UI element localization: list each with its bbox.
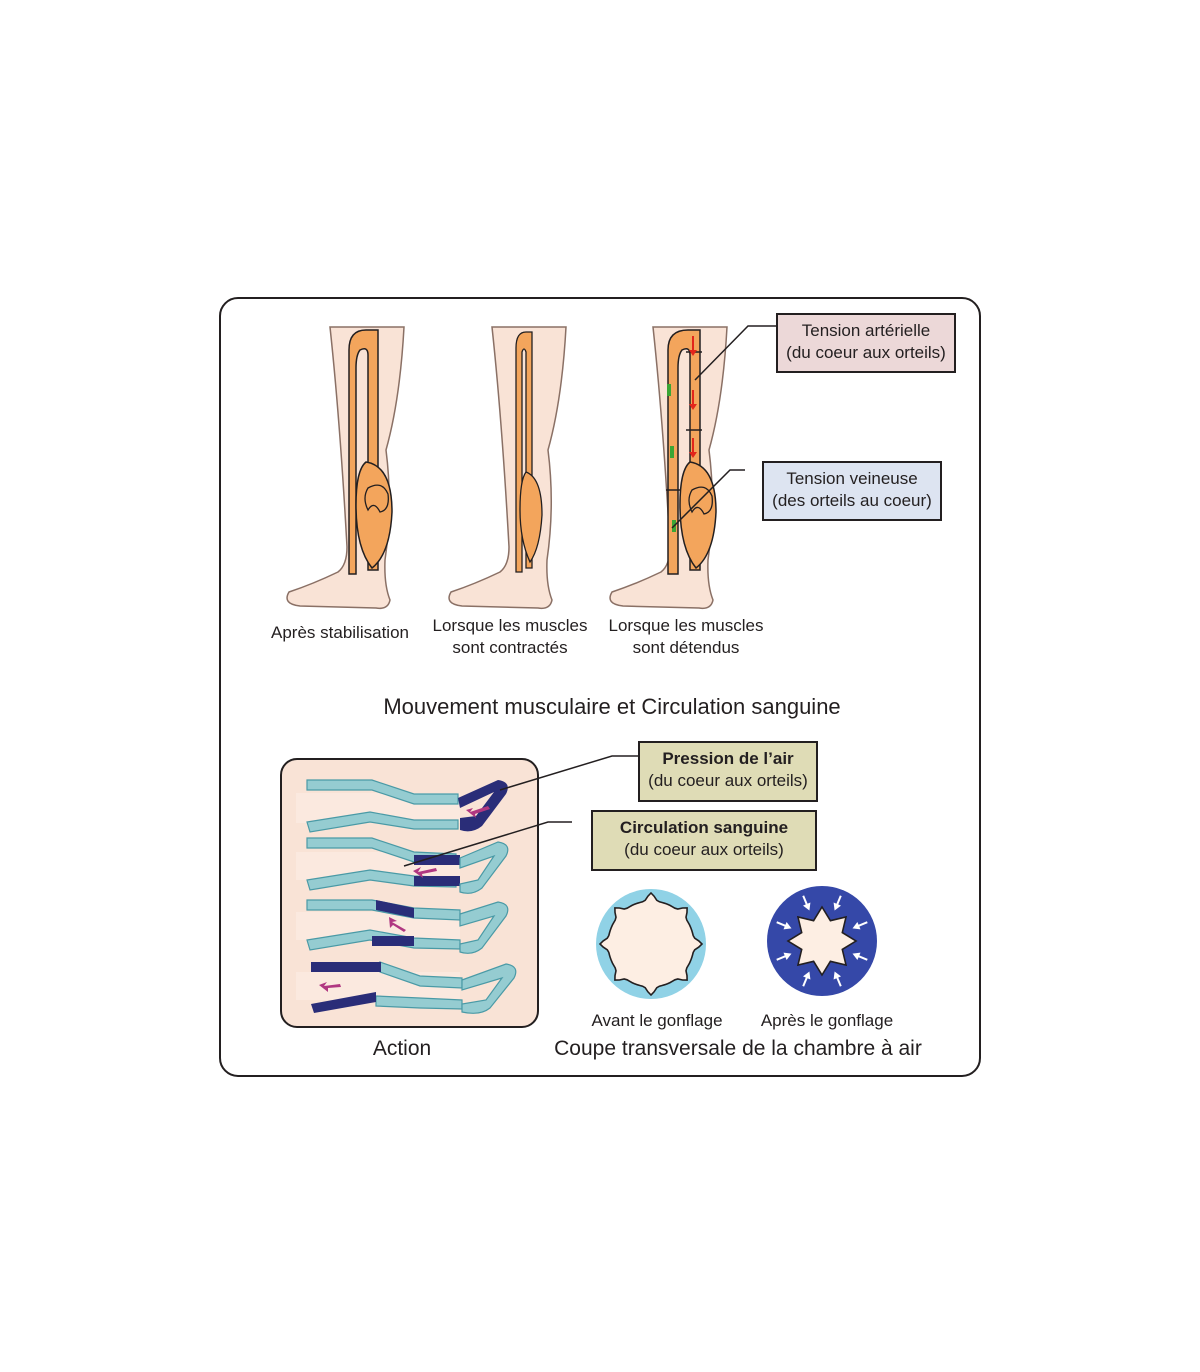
venous-valve-marker-2 <box>670 446 674 458</box>
pressure-arrow-head <box>803 902 811 911</box>
leg-2-calf-muscle <box>519 471 543 564</box>
chamber-after-label: Après le gonflage <box>760 1011 894 1030</box>
air-pressure-leader-line <box>499 755 638 791</box>
leg-label-contracted-line2: sont contractés <box>452 638 568 657</box>
leg-3-muscle-fold <box>688 486 713 515</box>
callout-air-pressure-title: Pression de l’air <box>662 749 794 768</box>
leg-label-contracted-line1: Lorsque les muscles <box>432 616 588 635</box>
leg-label-stabilisation: Après stabilisation <box>255 622 425 644</box>
row-2-flow-arrow <box>413 867 437 878</box>
arterial-down-arrow <box>689 438 697 458</box>
row-2-ankle-cuff-upper <box>414 855 460 865</box>
row-1-upper-cuff <box>306 779 459 805</box>
leg-label-relaxed: Lorsque les muscles sont détendus <box>596 615 776 659</box>
arterial-arrow-markers <box>689 336 697 458</box>
chamber-after-pressure-arrows <box>776 895 868 987</box>
leg-2-skin <box>448 326 567 610</box>
row-4-thigh-cuff-lower <box>311 992 376 1013</box>
venous-valve-marker-1 <box>667 384 671 396</box>
blood-circulation-leader-line <box>403 821 572 867</box>
venous-leader-line <box>671 469 745 529</box>
callout-arterial-subtitle: (du coeur aux orteils) <box>786 343 946 362</box>
compression-row-3 <box>296 899 509 954</box>
row-4-flow-arrow <box>319 982 341 992</box>
callout-venous-subtitle: (des orteils au coeur) <box>772 491 932 510</box>
row-2-foot-cuff <box>459 841 509 894</box>
leg-1-skin <box>286 326 405 610</box>
pressure-arrow-head <box>852 922 861 930</box>
arterial-leader-line <box>694 325 776 381</box>
callout-venous-title: Tension veineuse <box>786 469 918 488</box>
arterial-down-arrow <box>689 336 697 356</box>
row-3-calf-cuff-lower <box>372 936 414 946</box>
leg-1-calf-muscle <box>355 461 393 570</box>
row-4-foot-cuff <box>461 963 517 1014</box>
leg-illustration-stabilisation <box>286 326 405 610</box>
row-1-flow-arrow <box>466 806 490 818</box>
action-label: Action <box>372 1037 432 1060</box>
callout-blood-circulation-title: Circulation sanguine <box>619 818 789 837</box>
callout-air-pressure-subtitle: (du coeur aux orteils) <box>648 771 808 790</box>
arterial-down-arrow <box>689 390 697 410</box>
outer-frame <box>219 297 981 1077</box>
chamber-before-inner <box>598 891 704 997</box>
compression-row-2 <box>296 837 509 894</box>
callout-blood-circulation: Circulation sanguine (du coeur aux ortei… <box>591 810 817 871</box>
row-2-ankle-cuff-lower <box>414 876 460 886</box>
chamber-after-inner <box>786 905 858 977</box>
callout-arterial-title: Tension artérielle <box>801 321 931 340</box>
leg-label-relaxed-line2: sont détendus <box>632 638 740 657</box>
callout-venous-pressure: Tension veineuse (des orteils au coeur) <box>762 461 942 521</box>
pressure-arrow-head <box>852 952 861 960</box>
chamber-caption: Coupe transversale de la chambre à air <box>554 1037 922 1060</box>
row-4-thigh-cuff-upper <box>311 962 381 972</box>
pressure-arrow-head <box>783 952 792 960</box>
chamber-before-inflation <box>596 889 706 999</box>
callout-blood-circulation-subtitle: (du coeur aux orteils) <box>624 840 784 859</box>
leg-label-relaxed-line1: Lorsque les muscles <box>608 616 764 635</box>
pressure-arrow-head <box>803 971 811 980</box>
pressure-arrow-head <box>783 922 792 930</box>
row-3-calf-cuff-upper <box>376 900 414 918</box>
compression-row-1 <box>296 779 508 833</box>
leg-label-contracted: Lorsque les muscles sont contractés <box>420 615 600 659</box>
leg-1-muscle-fold <box>364 484 389 513</box>
row-1-foot-cuff <box>458 780 508 832</box>
pressure-arrow-head <box>833 902 841 911</box>
chamber-after-inflation <box>767 886 877 996</box>
callout-air-pressure: Pression de l’air (du coeur aux orteils) <box>638 741 818 802</box>
row-1-lower-cuff <box>306 811 459 833</box>
chamber-before-label: Avant le gonflage <box>591 1011 723 1030</box>
row-3-flow-arrow <box>389 917 406 932</box>
leg-label-stabilisation-text: Après stabilisation <box>271 623 409 642</box>
row-3-foot-cuff <box>459 901 509 954</box>
leg-illustration-relaxed <box>609 326 728 610</box>
pressure-arrow-head <box>833 971 841 980</box>
section-title: Mouvement musculaire et Circulation sang… <box>383 694 841 719</box>
callout-arterial-pressure: Tension artérielle (du coeur aux orteils… <box>776 313 956 373</box>
leg-illustration-contracted <box>448 326 567 610</box>
compression-row-4 <box>296 961 517 1014</box>
